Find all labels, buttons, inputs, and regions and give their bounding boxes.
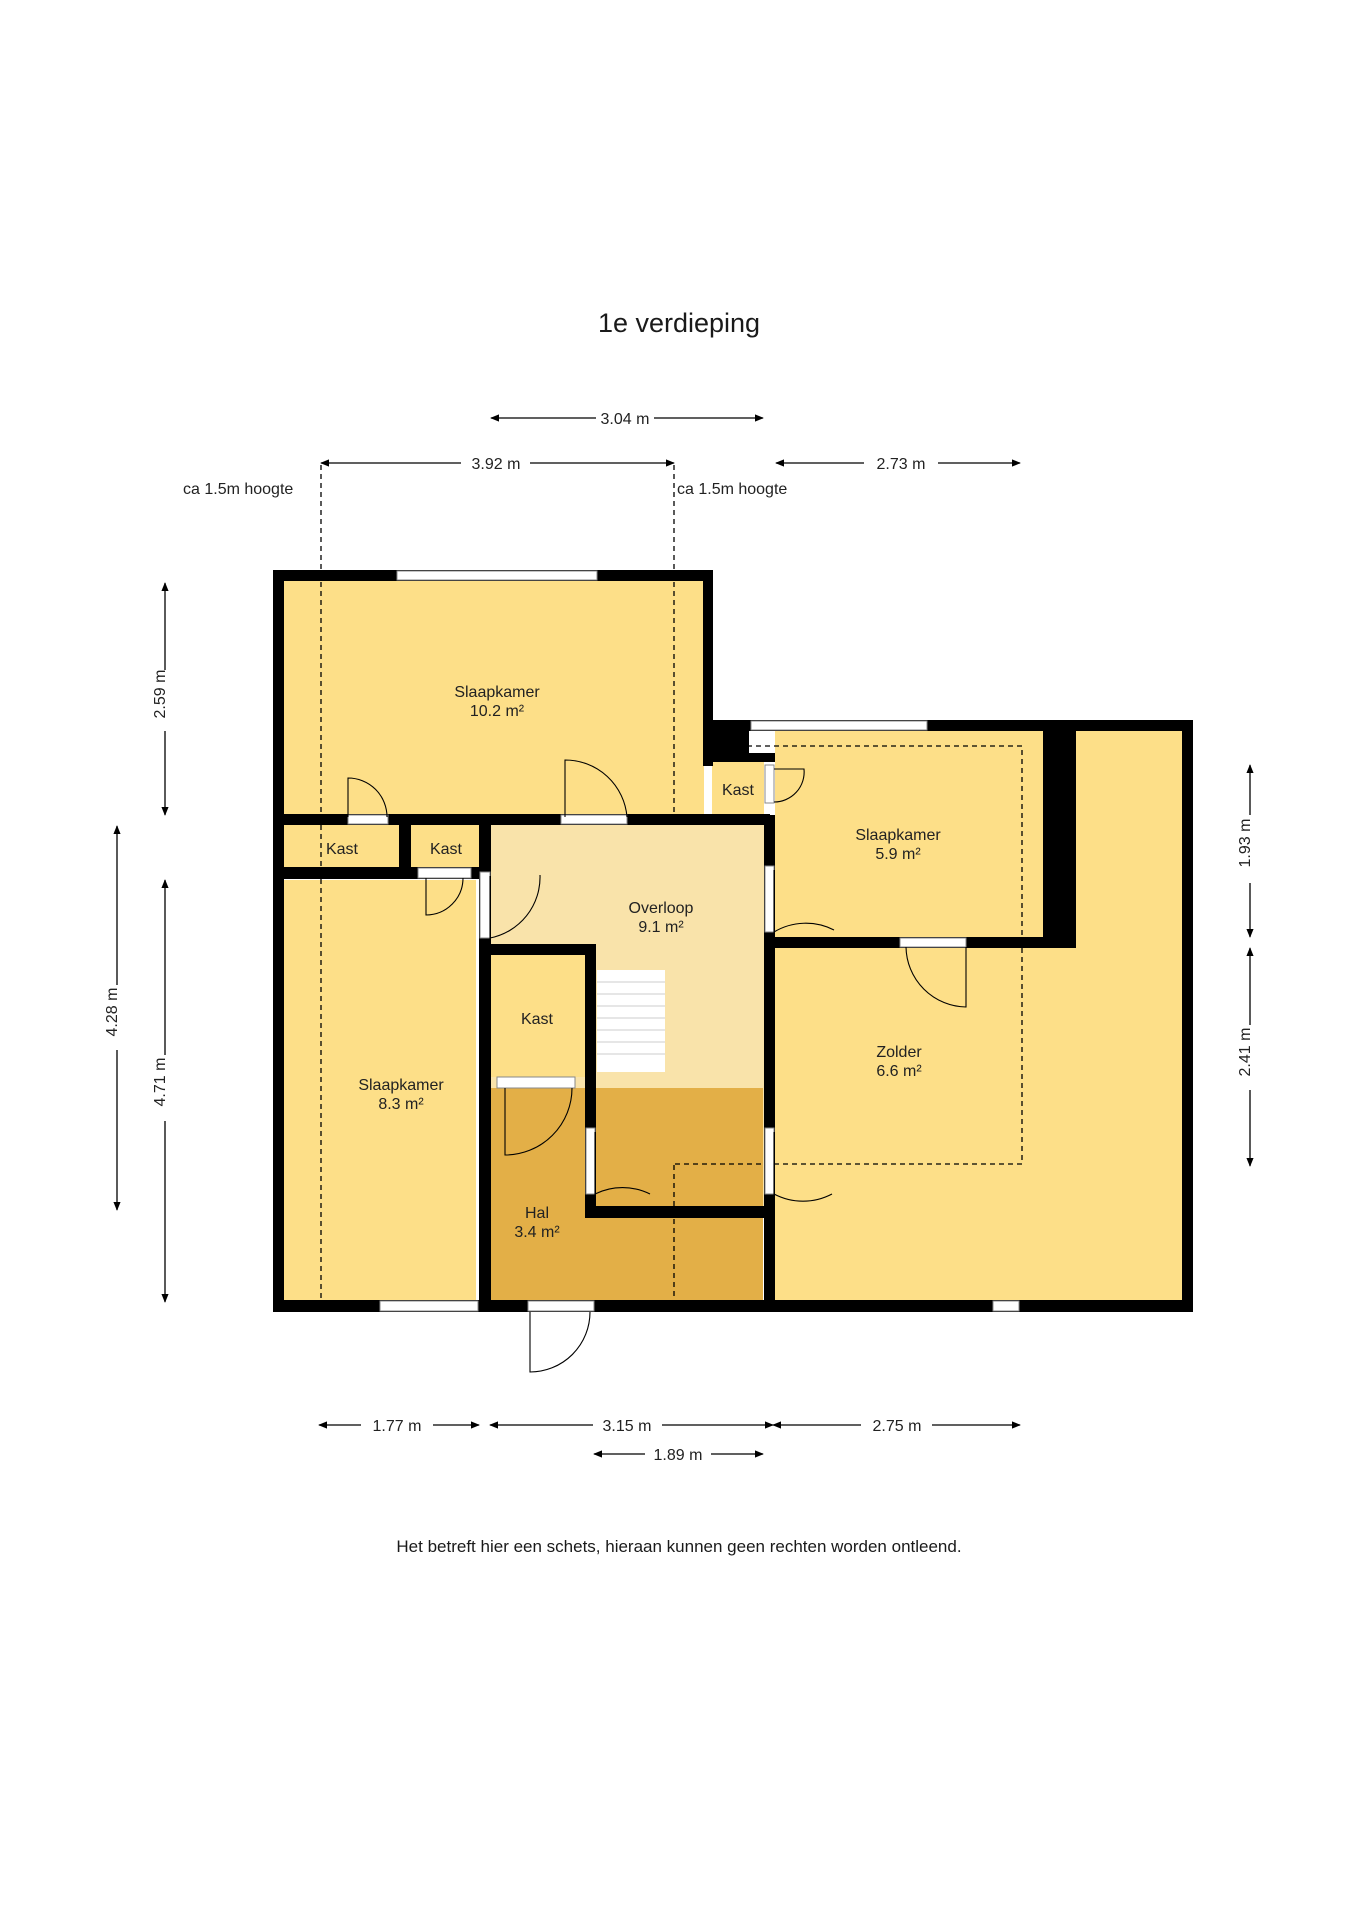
room-slaapkamer-left-name: Slaapkamer xyxy=(358,1077,444,1094)
dim-left-471: 4.71 m xyxy=(152,1058,169,1107)
floor-slaapkamer-left xyxy=(281,880,476,1300)
floor-hal xyxy=(490,1088,763,1300)
note-height-left: ca 1.5m hoogte xyxy=(183,481,293,498)
floor-slaapkamer-right xyxy=(775,727,1065,937)
room-slaapkamer-top-name: Slaapkamer xyxy=(454,684,540,701)
room-hal-area: 3.4 m² xyxy=(514,1224,560,1241)
room-kast-4: Kast xyxy=(722,782,755,799)
room-slaapkamer-right-name: Slaapkamer xyxy=(855,827,941,844)
room-slaapkamer-top-area: 10.2 m² xyxy=(470,703,525,720)
windows xyxy=(379,570,1020,1312)
dim-left-259: 2.59 m xyxy=(152,670,169,719)
floor-kast-4 xyxy=(712,762,764,815)
dim-bottom-177: 1.77 m xyxy=(373,1418,422,1435)
dimension-lines xyxy=(113,414,1254,1458)
room-hal-name: Hal xyxy=(525,1205,549,1222)
room-kast-3: Kast xyxy=(521,1011,554,1028)
room-slaapkamer-right-area: 5.9 m² xyxy=(875,846,921,863)
dim-top-304: 3.04 m xyxy=(601,411,650,428)
floors xyxy=(281,578,1186,1300)
dim-bottom-275: 2.75 m xyxy=(873,1418,922,1435)
room-kast-1: Kast xyxy=(326,841,359,858)
room-zolder-area: 6.6 m² xyxy=(876,1063,922,1080)
dim-bottom-189: 1.89 m xyxy=(654,1447,703,1464)
room-slaapkamer-left-area: 8.3 m² xyxy=(378,1096,424,1113)
room-overloop-name: Overloop xyxy=(629,900,694,917)
dim-bottom-315: 3.15 m xyxy=(603,1418,652,1435)
page-title: 1e verdieping xyxy=(597,308,761,338)
height-lines xyxy=(320,465,1023,1308)
dim-right-193: 1.93 m xyxy=(1237,819,1254,868)
room-labels: Slaapkamer 10.2 m² Kast Kast Kast Slaapk… xyxy=(326,684,941,1241)
floor-kast-2 xyxy=(411,825,481,869)
dim-top-273: 2.73 m xyxy=(877,456,926,473)
disclaimer: Het betreft hier een schets, hieraan kun… xyxy=(396,1537,962,1556)
dim-top-392: 3.92 m xyxy=(472,456,521,473)
stairs xyxy=(597,970,665,1072)
door-swings xyxy=(347,759,967,1373)
dim-right-241: 2.41 m xyxy=(1237,1028,1254,1077)
floor-kast-1 xyxy=(281,825,399,869)
floor-kast-3 xyxy=(490,955,586,1077)
room-overloop-area: 9.1 m² xyxy=(638,919,684,936)
floor-slaapkamer-top xyxy=(281,578,704,814)
dim-left-428: 4.28 m xyxy=(104,988,121,1037)
room-zolder-name: Zolder xyxy=(876,1044,922,1061)
room-kast-2: Kast xyxy=(430,841,463,858)
dimension-labels: 3.04 m 3.92 m 2.73 m 2.59 m 4.28 m 4.71 … xyxy=(104,411,1254,1464)
floor-zolder xyxy=(775,945,1185,1300)
floor-zolder-east xyxy=(1076,727,1186,957)
note-height-right: ca 1.5m hoogte xyxy=(677,481,787,498)
